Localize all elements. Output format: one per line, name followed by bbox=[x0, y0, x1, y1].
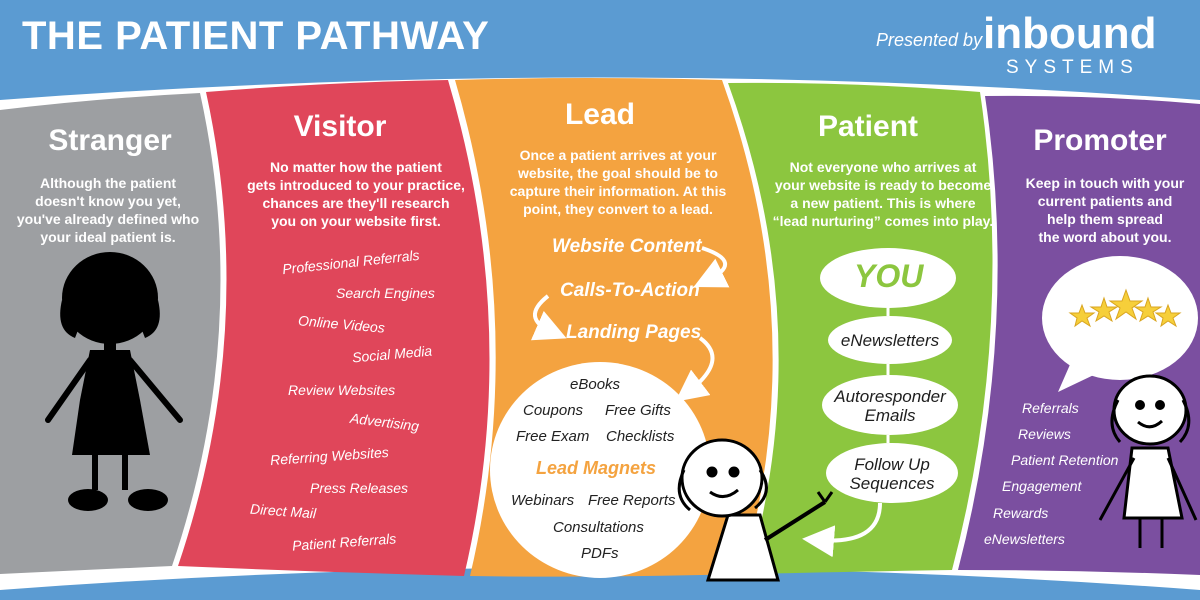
brand-logo-subtitle: SYSTEMS bbox=[1006, 57, 1139, 78]
lead-magnet-item: Coupons bbox=[523, 402, 584, 419]
patient-desc-line-2: your website is ready to become bbox=[774, 177, 992, 193]
five-stars-icon bbox=[1068, 288, 1182, 328]
lead-heading: Lead bbox=[564, 98, 636, 131]
promoter-desc-line-4: the word about you. bbox=[1038, 229, 1172, 245]
visitor-desc-line-1: No matter how the patient bbox=[270, 159, 442, 175]
lead-stick-figure-icon bbox=[677, 438, 834, 582]
promoter-item: Reviews bbox=[1018, 426, 1071, 442]
visitor-desc-line-3: chances are they'll research bbox=[262, 195, 450, 211]
patient-desc-line-3: a new patient. This is where bbox=[790, 195, 976, 211]
lead-description: Once a patient arrives at your website, … bbox=[496, 146, 740, 218]
you-label: YOU bbox=[854, 258, 924, 294]
autoresponder-line-1: Autoresponder bbox=[834, 387, 946, 406]
flow-step-landing-pages: Landing Pages bbox=[566, 322, 702, 343]
promoter-desc-line-2: current patients and bbox=[1037, 193, 1173, 209]
lead-desc-line-2: website, the goal should be to bbox=[518, 165, 718, 181]
lead-magnet-item: Consultations bbox=[553, 519, 644, 536]
visitor-panel bbox=[178, 80, 490, 576]
visitor-item: Press Releases bbox=[310, 480, 409, 496]
flow-arrow-3 bbox=[675, 336, 715, 402]
autoresponder-label: Autoresponder Emails bbox=[822, 387, 958, 425]
patient-return-arrow bbox=[802, 502, 882, 558]
flow-step-website-content: Website Content bbox=[552, 236, 702, 257]
visitor-desc-line-4: you on your website first. bbox=[271, 213, 441, 229]
stranger-desc-line-1: Although the patient bbox=[39, 175, 177, 191]
promoter-description: Keep in touch with your current patients… bbox=[1010, 174, 1200, 246]
lead-magnet-item: Free Gifts bbox=[605, 402, 671, 419]
lead-magnet-item: Free Reports bbox=[588, 492, 676, 509]
promoter-desc-line-3: help them spread bbox=[1047, 211, 1163, 227]
promoter-item: Engagement bbox=[1002, 478, 1082, 494]
presented-by-label: Presented by bbox=[876, 30, 983, 50]
stranger-desc-line-2: doesn't know you yet, bbox=[35, 193, 181, 209]
promoter-desc-line-1: Keep in touch with your bbox=[1025, 175, 1185, 191]
lead-desc-line-4: point, they convert to a lead. bbox=[523, 201, 713, 217]
followup-line-1: Follow Up bbox=[854, 455, 930, 474]
patient-desc-line-1: Not everyone who arrives at bbox=[789, 159, 977, 175]
autoresponder-oval bbox=[822, 375, 958, 435]
enewsletters-label: eNewsletters bbox=[840, 331, 940, 350]
visitor-item: Search Engines bbox=[336, 285, 435, 301]
followup-line-2: Sequences bbox=[849, 474, 935, 493]
visitor-desc-line-2: gets introduced to your practice, bbox=[247, 177, 465, 193]
stranger-description: Although the patient doesn't know you ye… bbox=[8, 174, 208, 246]
promoter-item: Referrals bbox=[1022, 400, 1079, 416]
stranger-heading: Stranger bbox=[48, 124, 172, 157]
enewsletters-oval bbox=[828, 316, 952, 364]
promoter-item: Patient Retention bbox=[1011, 452, 1119, 468]
followup-label: Follow Up Sequences bbox=[826, 455, 958, 493]
patient-description: Not everyone who arrives at your website… bbox=[764, 158, 1002, 230]
promoter-heading: Promoter bbox=[1033, 124, 1167, 157]
visitor-heading: Visitor bbox=[293, 110, 387, 143]
stranger-silhouette-icon bbox=[45, 252, 183, 511]
brand-logo-wordmark: inbound bbox=[983, 9, 1157, 58]
patient-heading: Patient bbox=[817, 110, 919, 143]
stranger-desc-line-3: you've already defined who bbox=[16, 211, 200, 227]
autoresponder-line-2: Emails bbox=[864, 406, 916, 425]
promoter-speech-bubble bbox=[1042, 256, 1198, 392]
lead-magnet-item: Free Exam bbox=[516, 428, 590, 445]
flow-arrow-1 bbox=[693, 246, 730, 288]
followup-oval bbox=[826, 443, 958, 503]
lead-magnets-cloud bbox=[490, 362, 710, 578]
promoter-item: Rewards bbox=[993, 505, 1049, 521]
lead-magnet-item: Webinars bbox=[511, 492, 575, 509]
flow-step-calls-to-action: Calls-To-Action bbox=[560, 280, 700, 301]
lead-magnet-item: PDFs bbox=[581, 545, 619, 562]
stranger-desc-line-4: your ideal patient is. bbox=[40, 229, 176, 245]
lead-magnet-item: eBooks bbox=[570, 376, 621, 393]
lead-magnets-title: Lead Magnets bbox=[536, 458, 657, 478]
promoter-item: eNewsletters bbox=[984, 531, 1065, 547]
promoter-stick-figure-icon bbox=[1098, 374, 1198, 548]
page-title: THE PATIENT PATHWAY bbox=[22, 14, 490, 58]
you-oval bbox=[820, 248, 956, 308]
flow-arrow-2 bbox=[530, 294, 567, 341]
lead-desc-line-1: Once a patient arrives at your bbox=[519, 147, 717, 163]
lead-desc-line-3: capture their information. At this bbox=[509, 183, 727, 199]
visitor-item: Review Websites bbox=[288, 382, 396, 398]
patient-desc-line-4: “lead nurturing” comes into play. bbox=[772, 213, 994, 229]
lead-magnet-item: Checklists bbox=[606, 428, 675, 445]
visitor-description: No matter how the patient gets introduce… bbox=[238, 158, 474, 230]
